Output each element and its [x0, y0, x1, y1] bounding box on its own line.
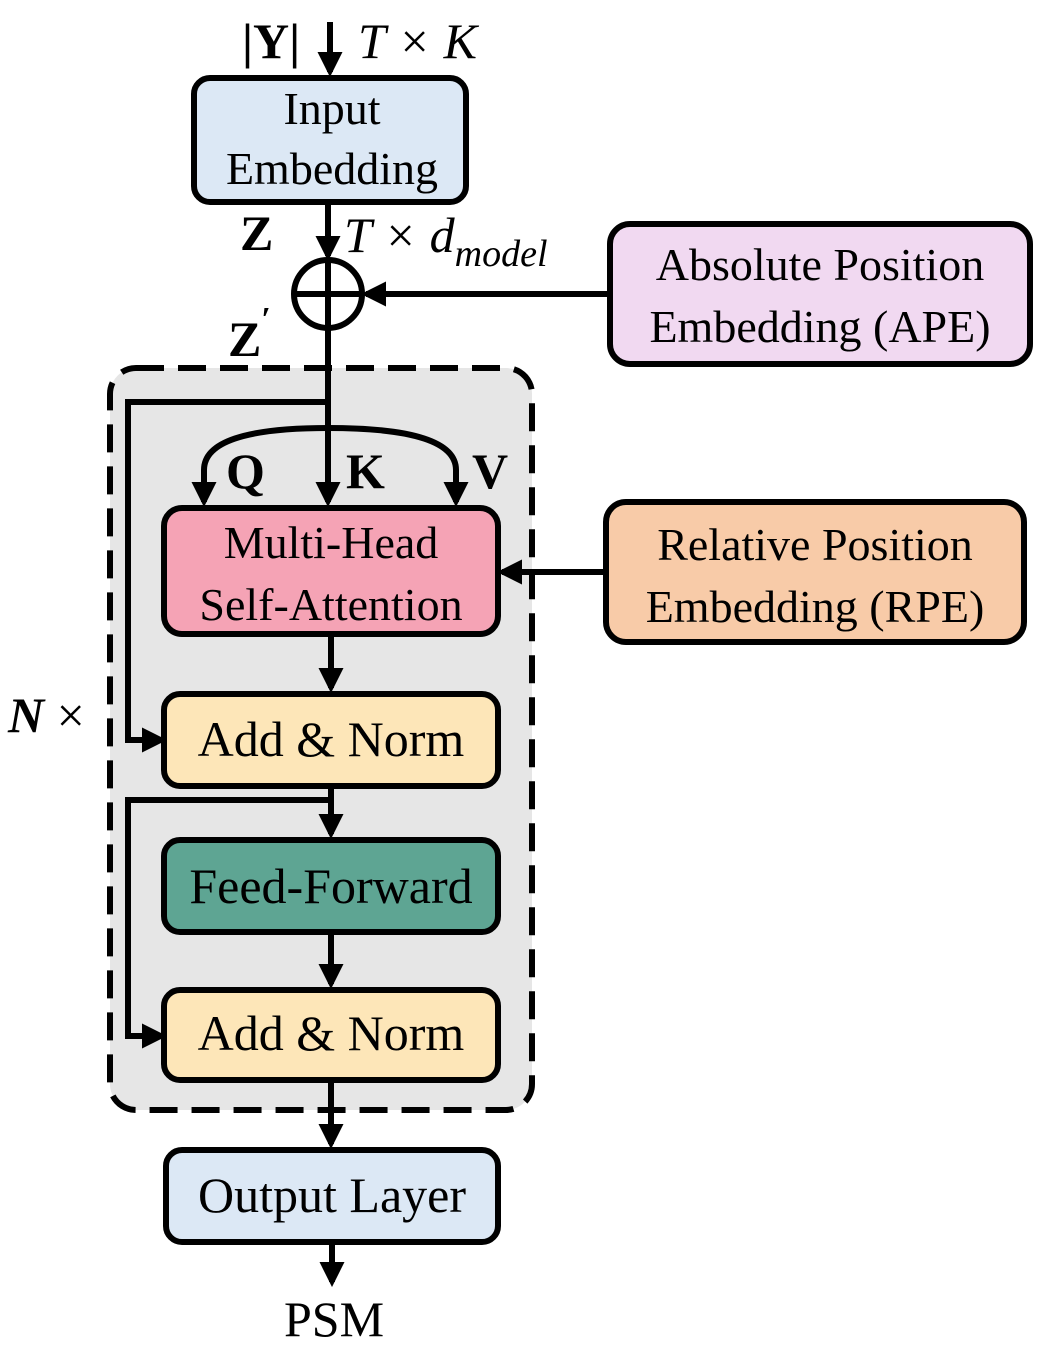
input-y-label: |Y|: [242, 13, 300, 69]
q-label: Q: [226, 443, 265, 499]
ape-line1: Absolute Position: [656, 239, 984, 290]
k-label: K: [346, 443, 385, 499]
rpe-line2: Embedding (RPE): [646, 581, 985, 632]
rpe-line1: Relative Position: [657, 519, 973, 570]
qv-arc: [201, 424, 459, 502]
input-embedding-line1: Input: [283, 83, 380, 134]
output-label: PSM: [284, 1291, 384, 1347]
residual-path-2: [125, 797, 331, 1049]
n-times-label: N ×: [7, 687, 85, 743]
add-norm-2-label: Add & Norm: [198, 1005, 465, 1061]
z-label: Z: [240, 205, 273, 261]
mhsa-line2: Self-Attention: [199, 579, 462, 630]
output-layer-label: Output Layer: [198, 1167, 466, 1223]
z-dims-label: T × dmodel: [344, 207, 548, 275]
feed-forward-label: Feed-Forward: [189, 858, 472, 914]
mhsa-line1: Multi-Head: [224, 517, 439, 568]
add-norm-1-label: Add & Norm: [198, 711, 465, 767]
input-dims-label: T × K: [358, 13, 480, 69]
z-prime-label: Z′: [228, 301, 271, 367]
input-embedding-line2: Embedding: [226, 143, 438, 194]
ape-line2: Embedding (APE): [649, 301, 990, 352]
v-label: V: [472, 443, 508, 499]
residual-path-1: [125, 399, 328, 753]
